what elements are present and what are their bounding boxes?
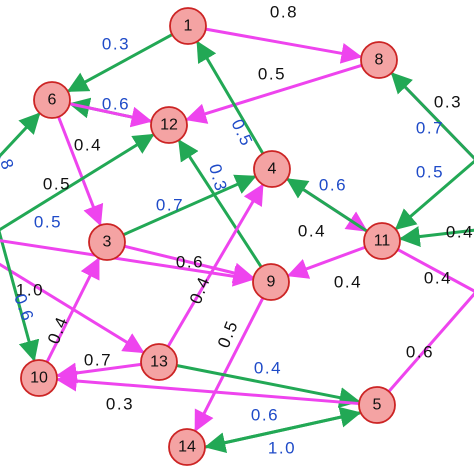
edge-label-11-to-9: 0.4 (334, 273, 362, 292)
edge-L5-to-9 (0, 239, 255, 287)
edges (0, 27, 474, 453)
edge-8-to-12 (185, 63, 363, 124)
edge-label-11-to-4: 0.4 (298, 222, 326, 241)
edge-R1-to-11 (394, 159, 474, 230)
edge-label-L2-to-13: 1.0 (16, 281, 44, 300)
edge-5-to-10 (55, 370, 360, 406)
edge-label-6-to-3: 0.5 (43, 175, 71, 194)
edge-14-to-5 (205, 406, 362, 449)
node-circle-11 (363, 222, 401, 260)
node-13: 13 (140, 343, 178, 381)
edge-6-to-12 (69, 102, 153, 128)
edge-9-to-12 (178, 139, 263, 268)
edge-label-8-to-R1: 0.3 (434, 93, 462, 112)
edge-3-to-9 (124, 244, 255, 284)
edge-label-3-to-4: 0.7 (156, 196, 184, 215)
node-10: 10 (20, 359, 58, 397)
edge-label-L4-to-12: 0.5 (34, 213, 62, 232)
edge-label-1-to-6: 0.3 (102, 35, 130, 54)
edge-11-to-4 (286, 178, 368, 233)
node-circle-6 (33, 81, 71, 119)
node-label-5: 5 (373, 397, 382, 414)
nodes: 1 8 6 12 4 11 3 9 13 10 5 14 (20, 7, 401, 466)
edge-label-4-to-1: 0.5 (227, 116, 256, 150)
edge-label-6-to-12: 0.4 (74, 136, 102, 155)
edge-3-to-4 (122, 174, 257, 237)
node-circle-9 (252, 263, 290, 301)
node-8: 8 (360, 41, 398, 79)
node-circle-13 (140, 343, 178, 381)
edge-L2-to-13 (0, 262, 145, 354)
node-5: 5 (358, 386, 396, 424)
edge-1-to-6 (66, 33, 173, 93)
node-4: 4 (253, 150, 291, 188)
edge-13-to-4 (166, 183, 264, 348)
edge-11-to-R2 (397, 248, 474, 293)
edge-label-L1-to-6: .8 (0, 151, 18, 174)
edge-label-R1-to-8: 0.7 (416, 119, 444, 138)
edge-label-8-to-12: 0.5 (258, 65, 286, 84)
edge-label-5-to-14: 0.6 (251, 406, 279, 425)
edge-5-to-R2 (387, 292, 474, 393)
node-label-3: 3 (103, 234, 112, 251)
node-circle-3 (88, 223, 126, 261)
edge-1-to-8 (205, 27, 363, 64)
edge-label-1-to-8: 0.8 (270, 3, 298, 22)
node-label-4: 4 (268, 161, 277, 178)
edge-9-to-14 (194, 297, 265, 432)
node-label-12: 12 (160, 117, 178, 134)
edge-label-13-to-4: 0.4 (186, 273, 214, 306)
node-label-11: 11 (374, 233, 391, 250)
node-label-8: 8 (375, 52, 384, 69)
node-circle-10 (20, 359, 58, 397)
node-circle-4 (253, 150, 291, 188)
edge-label-14-to-5: 1.0 (268, 439, 296, 458)
edge-13-to-5 (176, 364, 361, 408)
node-3: 3 (88, 223, 126, 261)
edge-label-12-to-6: 0.6 (102, 95, 130, 114)
edge-label-11-to-R2: 0.4 (424, 269, 452, 288)
edge-label-5-to-R2: 0.6 (406, 343, 434, 362)
edge-label-13-to-10: 0.7 (84, 351, 112, 370)
edge-L1-to-6 (0, 112, 41, 158)
node-9: 9 (252, 263, 290, 301)
edge-6-to-3 (57, 116, 104, 227)
node-label-13: 13 (150, 354, 168, 371)
node-14: 14 (168, 428, 206, 466)
node-1: 1 (169, 7, 207, 45)
edge-label-5-to-10: 0.3 (106, 395, 134, 414)
node-circle-8 (360, 41, 398, 79)
node-6: 6 (33, 81, 71, 119)
edge-label-13-to-5: 0.4 (254, 359, 282, 378)
edge-L4-to-12 (0, 133, 155, 232)
node-label-6: 6 (48, 92, 57, 109)
edge-label-R3-to-11: 0.4 (446, 223, 474, 242)
node-label-14: 14 (178, 439, 196, 456)
node-label-10: 10 (30, 370, 48, 387)
node-12: 12 (150, 106, 188, 144)
edge-label-R1-to-11: 0.5 (416, 163, 444, 182)
node-label-1: 1 (184, 18, 193, 35)
edge-L3-to-10 (0, 228, 40, 362)
edge-R3-to-11 (398, 226, 474, 248)
edge-4-to-1 (196, 40, 265, 155)
node-circle-1 (169, 7, 207, 45)
node-11: 11 (363, 222, 401, 260)
edge-R1-to-8 (390, 72, 474, 161)
node-circle-5 (358, 386, 396, 424)
node-circle-14 (168, 428, 206, 466)
edge-label-3-to-9: 0.6 (176, 253, 204, 272)
node-circle-12 (150, 106, 188, 144)
edge-11-to-9 (286, 245, 366, 279)
edge-label-4-to-11: 0.6 (319, 176, 347, 195)
node-label-9: 9 (267, 274, 276, 291)
